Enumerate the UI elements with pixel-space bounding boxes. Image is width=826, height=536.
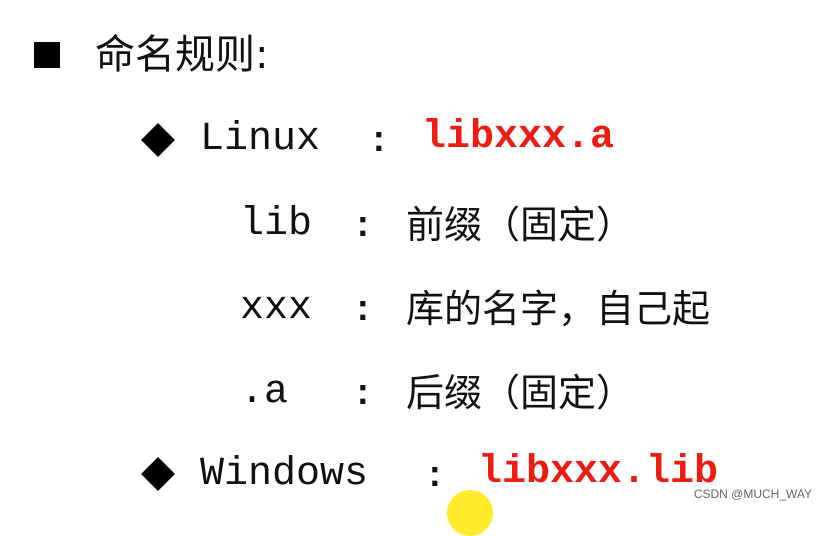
part-colon: :	[352, 206, 374, 247]
windows-label: Windows	[200, 452, 369, 497]
part-colon: :	[352, 290, 374, 331]
part-desc-name: 库的名字，自己起	[406, 287, 711, 331]
part-colon: :	[352, 374, 374, 415]
linux-label: Linux	[200, 117, 321, 162]
diamond-bullet-icon	[141, 123, 175, 157]
part-key-lib: lib	[240, 202, 313, 247]
linux-value: libxxx.a	[422, 115, 615, 160]
square-bullet-icon	[34, 42, 60, 68]
watermark: CSDN @MUCH_WAY	[693, 487, 812, 501]
windows-colon: :	[424, 456, 446, 497]
heading-title: 命名规则:	[95, 32, 269, 78]
windows-value: libxxx.lib	[478, 450, 719, 495]
part-key-a: .a	[240, 370, 289, 415]
linux-colon: :	[368, 121, 390, 162]
diamond-bullet-icon	[141, 457, 175, 491]
part-desc-suffix: 后缀（固定）	[406, 371, 635, 415]
part-desc-prefix: 前缀（固定）	[406, 203, 635, 247]
part-key-xxx: xxx	[240, 286, 313, 331]
